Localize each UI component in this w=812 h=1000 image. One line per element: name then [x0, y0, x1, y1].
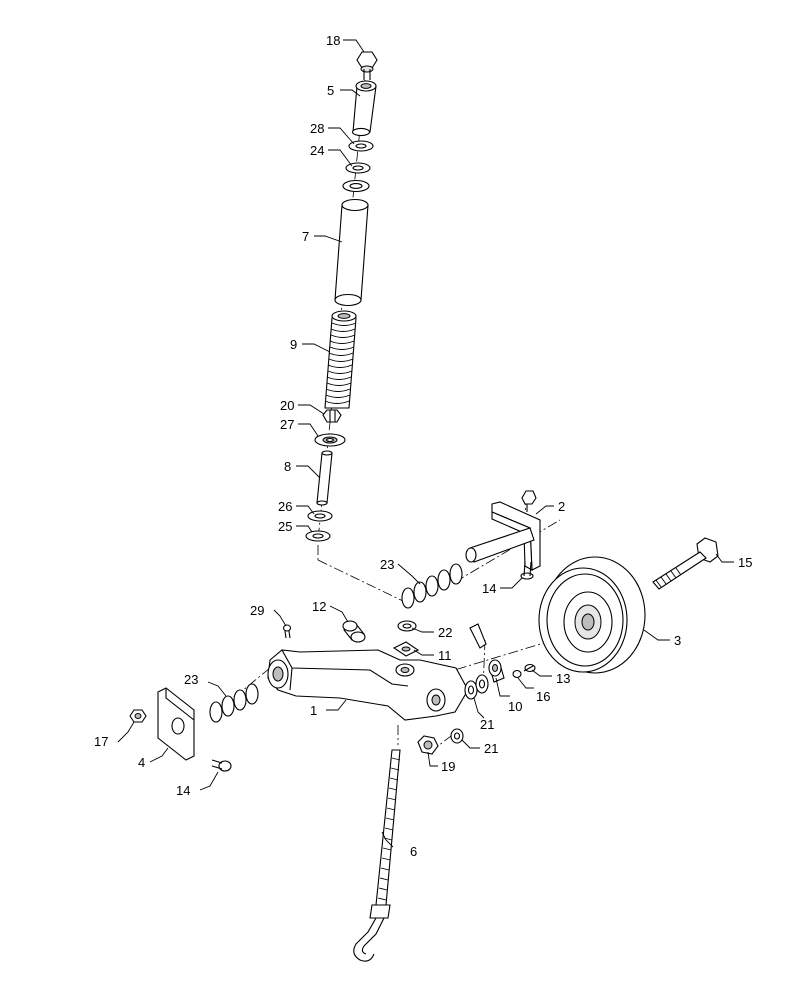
callout-4: 4: [138, 755, 145, 770]
part-2-bracket: [465, 490, 541, 571]
callout-19: 19: [441, 759, 455, 774]
callout-11: 11: [438, 648, 452, 663]
callout-labels: 18 5 28 24 7 9 20 27 8 26 25 23 2 14 15 …: [94, 33, 752, 859]
part-6-threaded-rod: [353, 749, 401, 962]
part-27-washer: [314, 433, 346, 447]
part-9-spring: [324, 310, 357, 409]
part-3-pulley: [538, 556, 646, 674]
callout-12: 12: [312, 599, 326, 614]
part-22-washer: [397, 620, 417, 632]
part-16-13-pin: [469, 623, 536, 679]
callout-9: 9: [290, 337, 297, 352]
part-29-fitting: [282, 624, 292, 639]
callout-23-lower: 23: [184, 672, 198, 687]
callout-15: 15: [738, 555, 752, 570]
callout-10: 10: [508, 699, 522, 714]
callout-13: 13: [556, 671, 570, 686]
callout-5: 5: [327, 83, 334, 98]
callout-3: 3: [674, 633, 681, 648]
part-23-rings-upper: [401, 563, 463, 609]
part-11-plate: [392, 641, 420, 657]
part-8-lower-rod: [316, 450, 333, 506]
callout-2: 2: [558, 499, 565, 514]
callout-21-lower: 21: [484, 741, 498, 756]
part-1-pivot-arm: [267, 649, 469, 721]
callout-27: 27: [280, 417, 294, 432]
callout-14-lower: 14: [176, 783, 190, 798]
callout-18: 18: [326, 33, 340, 48]
callout-23-upper: 23: [380, 557, 394, 572]
part-28-24-washers: [342, 140, 374, 193]
callout-25: 25: [278, 519, 292, 534]
callout-7: 7: [302, 229, 309, 244]
callout-26: 26: [278, 499, 292, 514]
callout-8: 8: [284, 459, 291, 474]
part-5-upper-tube: [351, 80, 377, 137]
part-21-19-lower-hardware: [417, 728, 464, 755]
callout-1: 1: [310, 703, 317, 718]
callout-29: 29: [250, 603, 264, 618]
callout-14-upper: 14: [482, 581, 496, 596]
part-7-large-tube: [334, 198, 369, 307]
part-15-long-bolt: [652, 537, 719, 590]
part-23-rings-lower: [209, 683, 259, 723]
callout-24: 24: [310, 143, 324, 158]
part-12-bushing: [342, 620, 366, 643]
callout-20: 20: [280, 398, 294, 413]
part-4-plate: [157, 687, 195, 761]
callout-6: 6: [410, 844, 417, 859]
callout-28: 28: [310, 121, 324, 136]
part-21-washers-10-spacer: [464, 659, 505, 700]
part-14-bolt-upper: [520, 561, 534, 580]
part-14-bolt-lower: [211, 759, 232, 772]
part-18-top-nut: [356, 51, 378, 80]
part-26-25-washers: [305, 510, 333, 542]
callout-17: 17: [94, 734, 108, 749]
part-20-nut: [322, 409, 342, 423]
callout-16: 16: [536, 689, 550, 704]
callout-21-upper: 21: [480, 717, 494, 732]
part-17-nut: [129, 709, 147, 723]
callout-22: 22: [438, 625, 452, 640]
callout-leaders: [117, 39, 734, 848]
